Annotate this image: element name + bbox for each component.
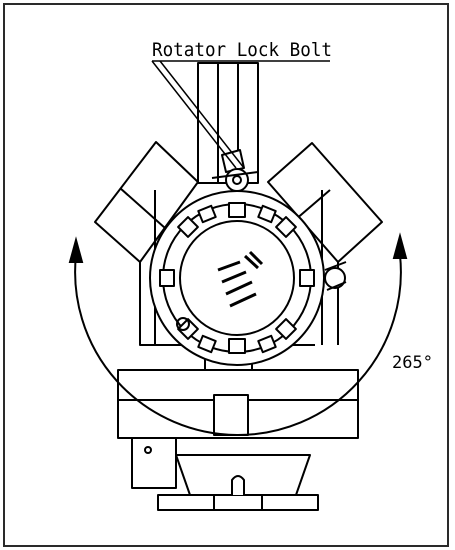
rotator-assembly	[94, 62, 383, 511]
callout-leader	[151, 60, 330, 169]
side-lever	[324, 261, 347, 291]
rotation-indicator	[68, 232, 408, 437]
arrow-head-left	[68, 236, 84, 263]
angle-label: 265°	[392, 353, 433, 373]
disc-hub	[217, 250, 264, 308]
disc-fastener	[176, 317, 190, 331]
disc-slots	[159, 202, 315, 354]
arrow-head-right	[392, 232, 408, 259]
callout-label: Rotator Lock Bolt	[152, 39, 332, 61]
base-housing	[117, 369, 359, 511]
